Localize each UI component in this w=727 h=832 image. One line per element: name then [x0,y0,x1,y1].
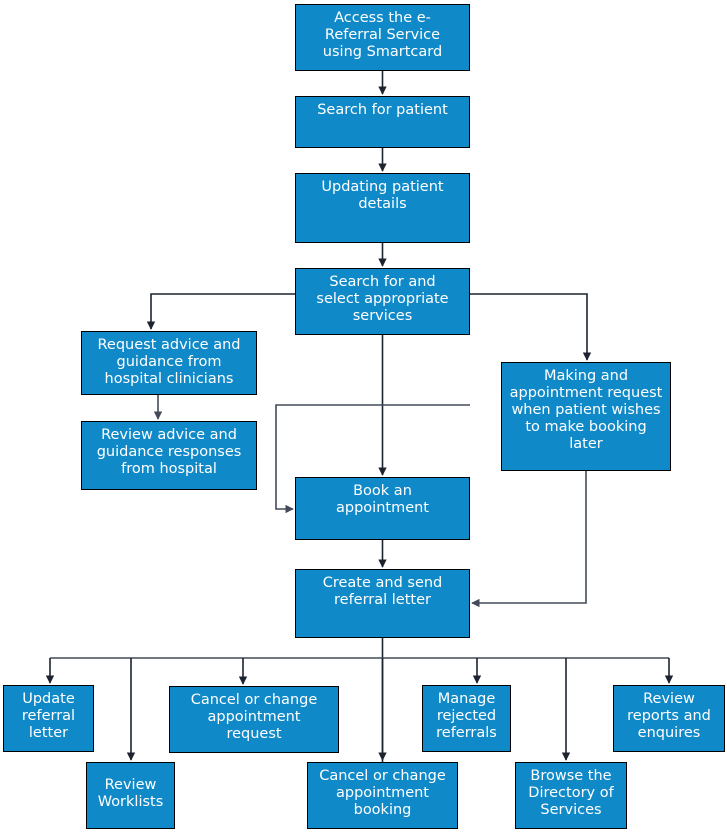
node-label: Book an appointment [336,483,429,517]
node-label: Cancel or change appointment request [190,692,318,743]
node-making-appointment-request[interactable]: Making and appointment request when pati… [501,362,671,471]
node-browse-directory-of-services[interactable]: Browse the Directory of Services [515,762,627,829]
node-label: Search for patient [317,102,448,118]
node-cancel-or-change-appointment-request[interactable]: Cancel or change appointment request [169,686,339,753]
node-label: Review Worklists [97,776,164,810]
node-label: Updating patient details [321,179,444,213]
edge-search-services-to-making-request [470,293,592,361]
node-updating-patient-details[interactable]: Updating patient details [295,173,470,243]
node-update-referral-letter[interactable]: Update referral letter [3,685,94,752]
node-request-advice-and-guidance[interactable]: Request advice and guidance from hospita… [81,331,257,395]
node-label: Manage rejected referrals [436,691,497,742]
node-label: Request advice and guidance from hospita… [97,337,241,388]
node-search-and-select-services[interactable]: Search for and select appropriate servic… [295,268,470,335]
node-label: Review advice and guidance responses fro… [96,427,242,478]
node-label: Review reports and enquires [627,691,711,742]
edge-making-request-to-create-letter [471,471,587,608]
node-search-for-patient[interactable]: Search for patient [295,96,470,148]
node-review-worklists[interactable]: Review Worklists [86,762,175,829]
node-cancel-or-change-appointment-booking[interactable]: Cancel or change appointment booking [307,762,458,829]
node-label: Making and appointment request when pati… [509,368,663,453]
node-label: Search for and select appropriate servic… [316,274,449,325]
node-label: Create and send referral letter [322,575,443,609]
edge-search-services-to-request-advice [146,293,295,330]
node-access-service[interactable]: Access the e- Referral Service using Sma… [295,4,470,71]
node-review-reports-and-enquires[interactable]: Review reports and enquires [613,685,725,752]
node-manage-rejected-referrals[interactable]: Manage rejected referrals [422,685,511,752]
node-label: Cancel or change appointment booking [319,768,446,819]
node-label: Access the e- Referral Service using Sma… [322,10,443,61]
node-label: Browse the Directory of Services [528,768,614,819]
node-book-an-appointment[interactable]: Book an appointment [295,477,470,540]
node-create-and-send-referral-letter[interactable]: Create and send referral letter [295,569,470,638]
node-label: Update referral letter [21,691,76,742]
node-review-advice-responses[interactable]: Review advice and guidance responses fro… [81,421,257,490]
